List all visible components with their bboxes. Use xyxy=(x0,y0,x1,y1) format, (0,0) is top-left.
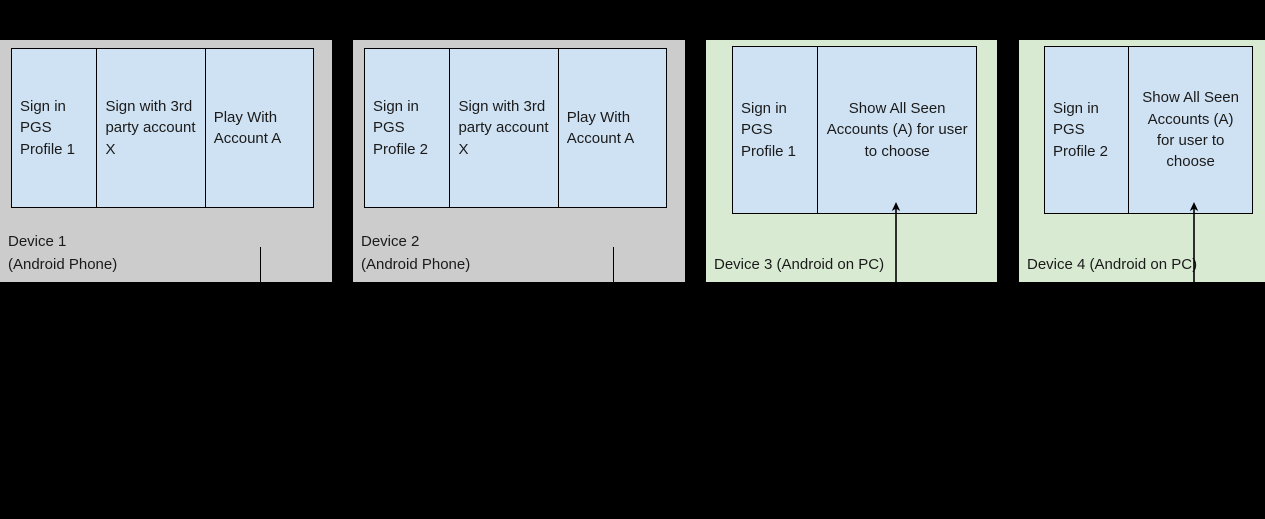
panel-1-step-3: Play With Account A xyxy=(204,49,313,207)
panel-1-step-2: Sign with 3rd party account X xyxy=(96,49,204,207)
panel-1-step-1: Sign in PGS Profile 1 xyxy=(20,98,76,158)
panel-2-device-label: Device 2 (Android Phone) xyxy=(361,233,471,273)
panel-3-step-2: Show All Seen Accounts (A) for user to c… xyxy=(817,47,976,213)
device-panel-1: Sign in PGS Profile 1 Sign with 3rd part… xyxy=(0,40,332,322)
panel-2-step-2: Sign with 3rd party account X xyxy=(449,49,557,207)
panel-4-step-2: Show All Seen Accounts (A) for user to c… xyxy=(1128,47,1252,213)
panel-1-device-label: Device 1 (Android Phone) xyxy=(8,233,118,273)
device-panel-2: Sign in PGS Profile 2 Sign with 3rd part… xyxy=(353,40,685,322)
panel-4-device-label: Device 4 (Android on PC) xyxy=(1027,256,1198,273)
panel-1-step-row: Sign in PGS Profile 1 Sign with 3rd part… xyxy=(11,48,314,208)
panel-2-step-3: Play With Account A xyxy=(557,49,666,207)
panel-2-step-row: Sign in PGS Profile 2 Sign with 3rd part… xyxy=(364,48,667,208)
panel-3-device-label: Device 3 (Android on PC) xyxy=(714,256,885,273)
panel-3-step-row: Sign in PGS Profile 1 Show All Seen Acco… xyxy=(732,46,977,214)
panel-4-step-row: Sign in PGS Profile 2 Show All Seen Acco… xyxy=(1044,46,1253,214)
panel-1-divider xyxy=(260,247,261,322)
device-panel-3: Sign in PGS Profile 1 Show All Seen Acco… xyxy=(706,40,997,282)
panel-2-divider xyxy=(613,247,614,322)
device-panel-4: Sign in PGS Profile 2 Show All Seen Acco… xyxy=(1019,40,1265,282)
panel-2-step-1: Sign in PGS Profile 2 xyxy=(373,98,429,158)
panel-3-step-1: Sign in PGS Profile 1 xyxy=(741,100,797,160)
panel-4-step-1: Sign in PGS Profile 2 xyxy=(1053,100,1109,160)
